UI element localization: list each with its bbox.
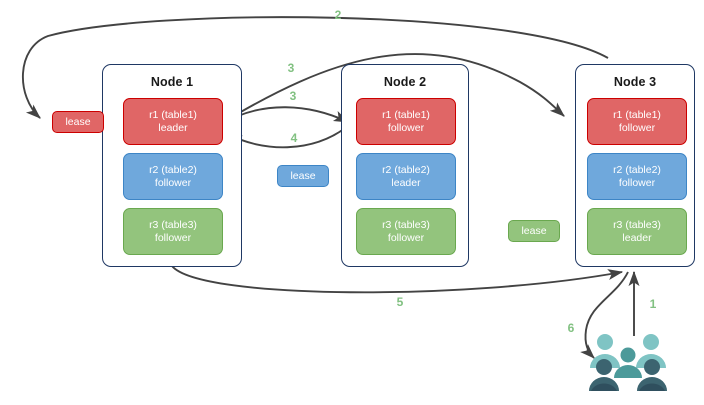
people-group-icon	[589, 334, 667, 391]
replica-node2-r1[interactable]: r1 (table1) follower	[356, 98, 456, 145]
replica-node3-r3[interactable]: r3 (table3) leader	[587, 208, 687, 255]
step-label-1: 1	[649, 297, 657, 311]
replica-node1-r1[interactable]: r1 (table1) leader	[123, 98, 223, 145]
step-label-4: 4	[290, 131, 298, 145]
lease-badge-blue[interactable]: lease	[277, 165, 329, 187]
node-title: Node 2	[383, 75, 427, 89]
step-label-3-lower: 3	[289, 89, 297, 103]
replica-name: r1 (table1)	[149, 108, 197, 121]
lease-badge-red[interactable]: lease	[52, 111, 104, 133]
replica-node1-r2[interactable]: r2 (table2) follower	[123, 153, 223, 200]
replica-name: r3 (table3)	[613, 218, 661, 231]
replica-role: follower	[154, 231, 192, 244]
replica-role: follower	[618, 176, 656, 189]
replica-name: r1 (table1)	[613, 108, 661, 121]
replica-name: r2 (table2)	[149, 163, 197, 176]
replica-name: r1 (table1)	[382, 108, 430, 121]
replica-role: follower	[618, 121, 656, 134]
replica-role: leader	[391, 176, 421, 189]
step-label-2: 2	[334, 8, 342, 22]
replica-role: follower	[154, 176, 192, 189]
replica-role: leader	[622, 231, 652, 244]
replica-node2-r3[interactable]: r3 (table3) follower	[356, 208, 456, 255]
replica-node1-r3[interactable]: r3 (table3) follower	[123, 208, 223, 255]
replica-name: r3 (table3)	[149, 218, 197, 231]
node-box-1[interactable]: Node 1 r1 (table1) leader r2 (table2) fo…	[102, 64, 242, 267]
replica-role: leader	[158, 121, 188, 134]
step-label-6: 6	[567, 321, 575, 335]
lease-badge-green[interactable]: lease	[508, 220, 560, 242]
replica-name: r3 (table3)	[382, 218, 430, 231]
arrow-step-5	[171, 265, 624, 294]
step-label-5: 5	[396, 295, 404, 309]
step-label-3-upper: 3	[287, 61, 295, 75]
replica-role: follower	[387, 231, 425, 244]
node-title: Node 1	[150, 75, 194, 89]
replica-name: r2 (table2)	[382, 163, 430, 176]
replica-role: follower	[387, 121, 425, 134]
replica-node3-r2[interactable]: r2 (table2) follower	[587, 153, 687, 200]
node-box-2[interactable]: Node 2 r1 (table1) follower r2 (table2) …	[341, 64, 469, 267]
replica-name: r2 (table2)	[613, 163, 661, 176]
replica-node2-r2[interactable]: r2 (table2) leader	[356, 153, 456, 200]
node-box-3[interactable]: Node 3 r1 (table1) follower r2 (table2) …	[575, 64, 695, 267]
node-title: Node 3	[613, 75, 657, 89]
replica-node3-r1[interactable]: r1 (table1) follower	[587, 98, 687, 145]
